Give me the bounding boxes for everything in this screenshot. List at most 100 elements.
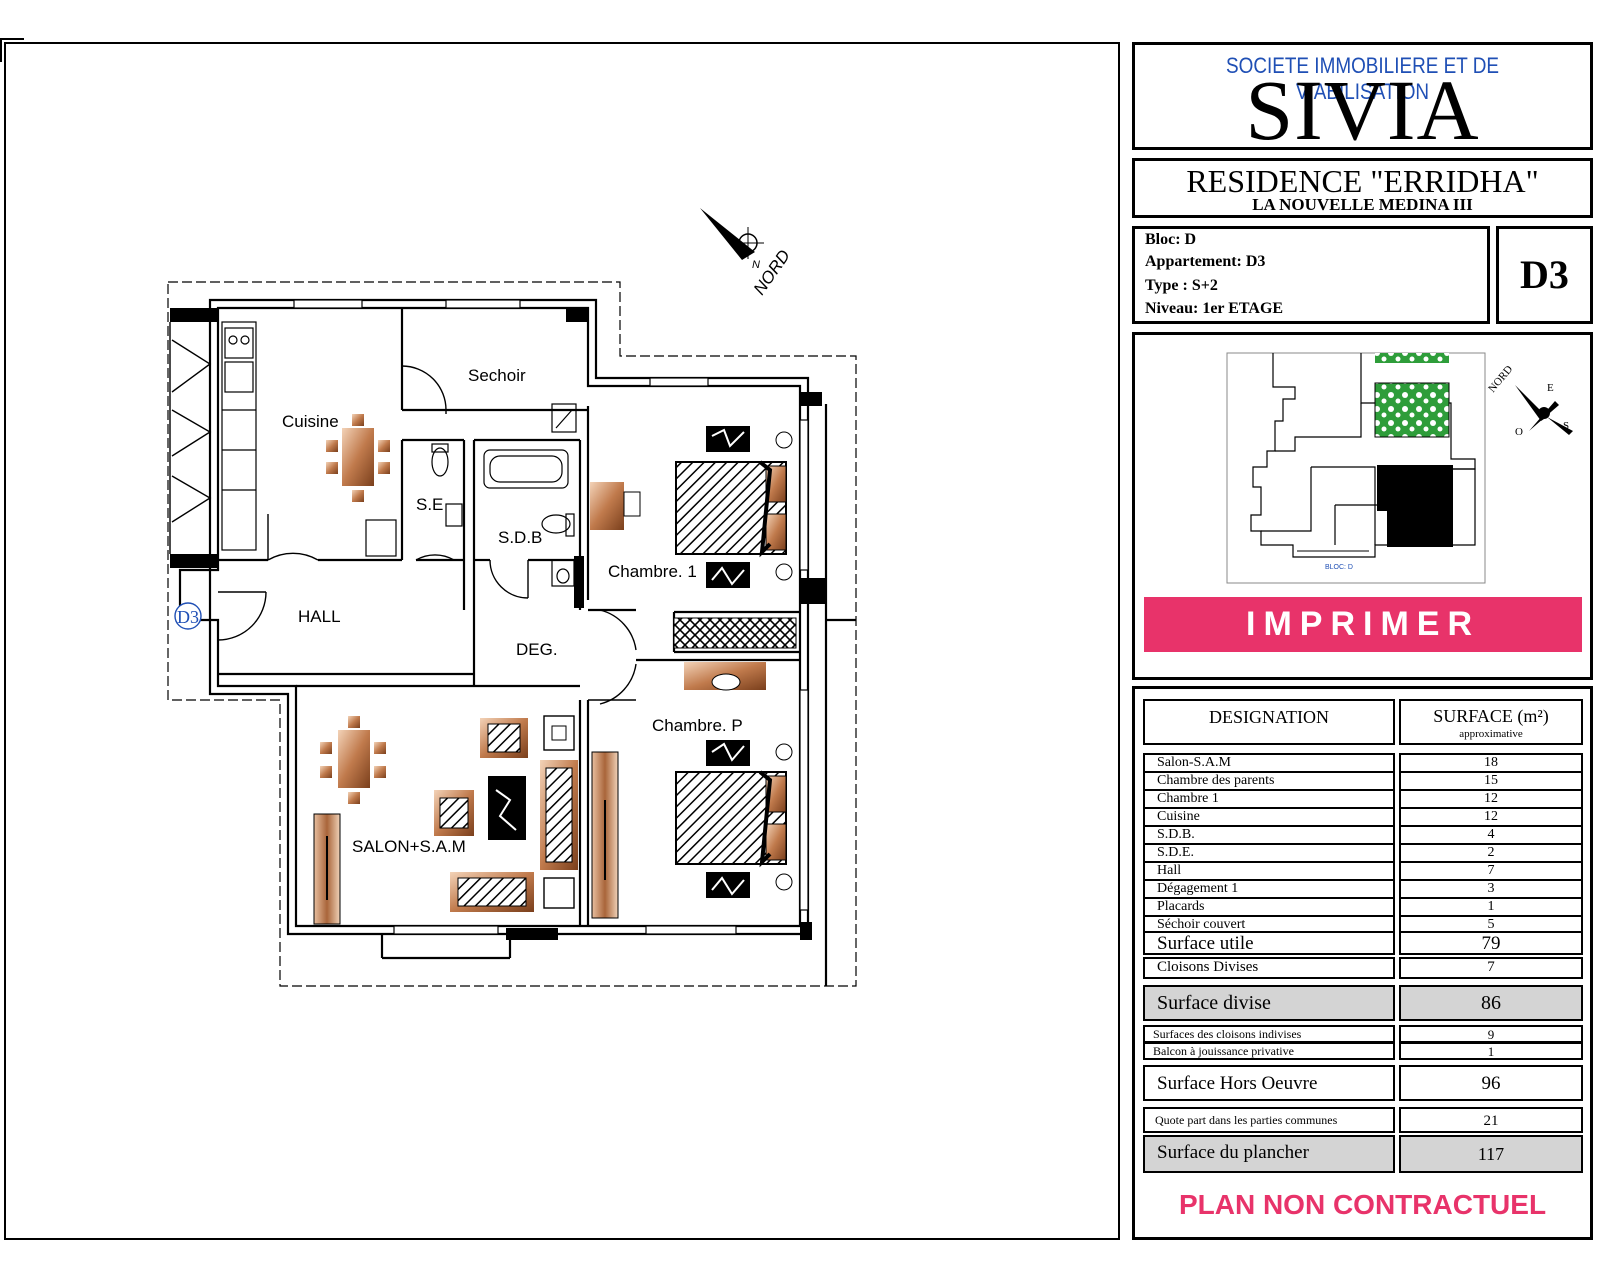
table-row: Cuisine bbox=[1143, 807, 1395, 827]
row-label: Placards bbox=[1157, 899, 1205, 914]
table-header-designation: DESIGNATION bbox=[1143, 699, 1395, 745]
floor-plan: N NORD bbox=[167, 208, 857, 987]
table-row: Placards bbox=[1143, 897, 1395, 917]
table-row: Chambre 1 bbox=[1143, 789, 1395, 809]
row-value: 1 bbox=[1487, 1044, 1495, 1059]
company-subtitle: SOCIETE IMMOBILIERE ET DE VIABILISATION bbox=[1226, 53, 1499, 104]
apartment-info: Bloc: D Appartement: D3 Type : S+2 Nivea… bbox=[1132, 226, 1490, 324]
residence-subtitle: LA NOUVELLE MEDINA III bbox=[1252, 195, 1473, 214]
north-label: NORD bbox=[750, 246, 794, 298]
left-balcony bbox=[169, 322, 212, 554]
compass-north: NORD bbox=[1486, 363, 1515, 395]
sechoir-sink bbox=[551, 403, 577, 433]
table-row-value: 7 bbox=[1399, 861, 1583, 881]
row-label: Surface utile bbox=[1157, 933, 1254, 954]
table-row: Surface divise bbox=[1143, 985, 1395, 1021]
north-arrow-icon: N NORD bbox=[700, 208, 794, 298]
north-letter: N bbox=[752, 259, 760, 271]
residence-box: RESIDENCE "ERRIDHA" LA NOUVELLE MEDINA I… bbox=[1132, 158, 1593, 218]
row-label: Surface divise bbox=[1157, 992, 1271, 1014]
walls bbox=[178, 298, 856, 986]
table-row-value: 1 bbox=[1399, 1042, 1583, 1060]
table-row: Surface du plancher bbox=[1143, 1135, 1395, 1173]
row-label: Salon-S.A.M bbox=[1157, 755, 1231, 770]
row-label: Dégagement 1 bbox=[1157, 881, 1239, 896]
room-label-se: S.E bbox=[416, 495, 443, 514]
apartment-code: D3 bbox=[1520, 252, 1569, 297]
row-value: 18 bbox=[1484, 755, 1498, 770]
row-value: 9 bbox=[1487, 1027, 1495, 1042]
table-row-value: 117 bbox=[1399, 1135, 1583, 1173]
header-designation-text: DESIGNATION bbox=[1209, 707, 1329, 727]
frame-corner-mark bbox=[0, 38, 24, 62]
row-value: 15 bbox=[1484, 773, 1498, 788]
company-box: SOCIETE IMMOBILIERE ET DE VIABILISATION … bbox=[1132, 42, 1593, 153]
door-tag-label: D3 bbox=[177, 607, 199, 627]
table-row: Chambre des parents bbox=[1143, 771, 1395, 791]
room-label-cuisine: Cuisine bbox=[282, 412, 339, 431]
table-row-value: 79 bbox=[1399, 931, 1583, 955]
kitchen-counter bbox=[221, 321, 397, 557]
compass-east: E bbox=[1547, 382, 1554, 394]
residence-name: RESIDENCE "ERRIDHA" bbox=[1186, 163, 1539, 199]
kitchen-table bbox=[326, 414, 390, 502]
row-label: Chambre 1 bbox=[1157, 791, 1219, 806]
row-label: Cuisine bbox=[1157, 809, 1200, 824]
table-row-value: 4 bbox=[1399, 825, 1583, 845]
wall-columns bbox=[170, 308, 826, 940]
row-value: 2 bbox=[1487, 845, 1495, 860]
table-row: S.D.E. bbox=[1143, 843, 1395, 863]
table-row: S.D.B. bbox=[1143, 825, 1395, 845]
header-surface-text: SURFACE (m²) bbox=[1433, 706, 1549, 726]
room-label-sdb: S.D.B bbox=[498, 528, 542, 547]
table-row: Quote part dans les parties communes bbox=[1143, 1107, 1395, 1133]
table-row: Dégagement 1 bbox=[1143, 879, 1395, 899]
room-label-hall: HALL bbox=[298, 607, 341, 626]
garden-top bbox=[1375, 353, 1449, 363]
table-row: Hall bbox=[1143, 861, 1395, 881]
table-row-value: 7 bbox=[1399, 957, 1583, 979]
info-bloc: Bloc: D bbox=[1145, 231, 1197, 248]
table-row: Balcon à jouissance privative bbox=[1143, 1042, 1395, 1060]
table-row: Surface Hors Oeuvre bbox=[1143, 1065, 1395, 1101]
chambrep-furniture bbox=[591, 662, 793, 919]
se-fixtures bbox=[431, 443, 463, 527]
row-label: Quote part dans les parties communes bbox=[1155, 1113, 1338, 1127]
row-label: S.D.E. bbox=[1157, 845, 1194, 860]
table-row-value: 2 bbox=[1399, 843, 1583, 863]
table-row-value: 1 bbox=[1399, 897, 1583, 917]
row-label: Chambre des parents bbox=[1157, 773, 1275, 788]
table-row: Surface utile bbox=[1143, 931, 1395, 955]
door-tag: D3 bbox=[174, 602, 202, 630]
highlighted-apartment bbox=[1377, 465, 1453, 547]
row-label: Balcon à jouissance privative bbox=[1153, 1044, 1294, 1058]
room-label-chambre1: Chambre. 1 bbox=[608, 562, 697, 581]
table-row-value: 12 bbox=[1399, 789, 1583, 809]
row-label: S.D.B. bbox=[1157, 827, 1195, 842]
info-appartement: Appartement: D3 bbox=[1145, 253, 1266, 270]
compass-icon: NORD E S O bbox=[1486, 363, 1573, 438]
row-value: 3 bbox=[1487, 881, 1495, 896]
plan-disclaimer: PLAN NON CONTRACTUEL bbox=[1178, 1189, 1547, 1220]
salon-furniture bbox=[313, 715, 578, 925]
room-label-chambrep: Chambre. P bbox=[652, 716, 743, 735]
row-value: 86 bbox=[1481, 992, 1501, 1014]
doors bbox=[217, 365, 637, 705]
plan-frame bbox=[4, 42, 1120, 1240]
print-button[interactable]: IMPRIMER bbox=[1144, 597, 1582, 652]
row-label: Surface du plancher bbox=[1157, 1142, 1309, 1163]
header-surface-note: approximative bbox=[1459, 728, 1523, 740]
table-row-value: 18 bbox=[1399, 753, 1583, 773]
row-value: 5 bbox=[1487, 917, 1495, 932]
row-value: 12 bbox=[1484, 809, 1498, 824]
compass-south: S bbox=[1563, 420, 1569, 432]
table-row-value: 21 bbox=[1399, 1107, 1583, 1133]
table-row-value: 86 bbox=[1399, 985, 1583, 1021]
key-plan: BLOC: D NORD E S O bbox=[1226, 352, 1573, 584]
row-value: 7 bbox=[1487, 863, 1495, 878]
row-value: 79 bbox=[1481, 933, 1501, 954]
apartment-code-box: D3 bbox=[1496, 226, 1593, 324]
row-label: Séchoir couvert bbox=[1157, 917, 1246, 932]
info-niveau: Niveau: 1er ETAGE bbox=[1145, 300, 1284, 317]
table-row: Salon-S.A.M bbox=[1143, 753, 1395, 773]
